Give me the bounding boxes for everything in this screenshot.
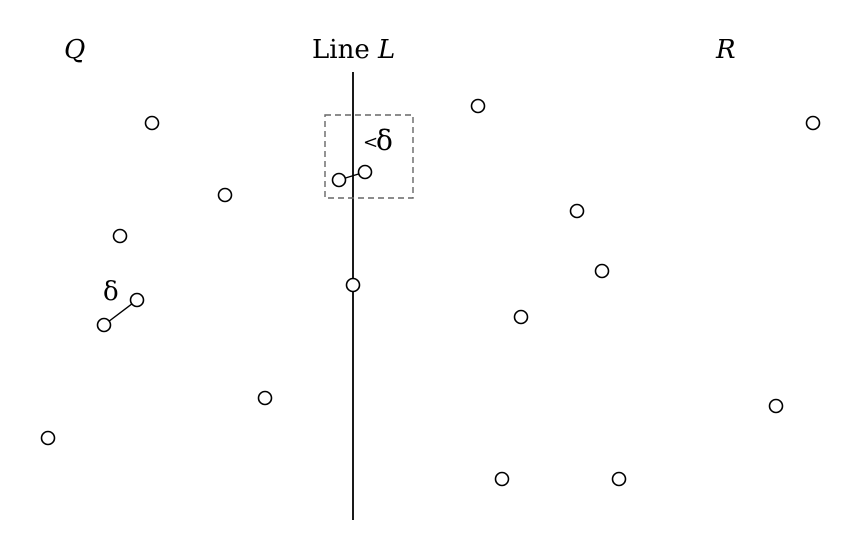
region-r-label: R bbox=[715, 35, 736, 65]
point bbox=[345, 277, 361, 293]
strip-box bbox=[324, 114, 414, 199]
line-l-label: Line L bbox=[312, 35, 395, 65]
point bbox=[805, 115, 821, 131]
point bbox=[331, 172, 347, 188]
point bbox=[144, 115, 160, 131]
point bbox=[112, 228, 128, 244]
point bbox=[768, 398, 784, 414]
point bbox=[96, 317, 112, 333]
point bbox=[569, 203, 585, 219]
strip-less-than-label: < bbox=[363, 132, 378, 153]
point bbox=[357, 164, 373, 180]
point bbox=[494, 471, 510, 487]
point bbox=[217, 187, 233, 203]
point bbox=[40, 430, 56, 446]
point bbox=[513, 309, 529, 325]
point bbox=[594, 263, 610, 279]
region-q-label: Q bbox=[64, 35, 85, 65]
point bbox=[470, 98, 486, 114]
pair-distance-label: δ bbox=[103, 277, 119, 307]
point bbox=[129, 292, 145, 308]
point bbox=[611, 471, 627, 487]
point bbox=[257, 390, 273, 406]
strip-delta-label: δ bbox=[376, 124, 393, 157]
